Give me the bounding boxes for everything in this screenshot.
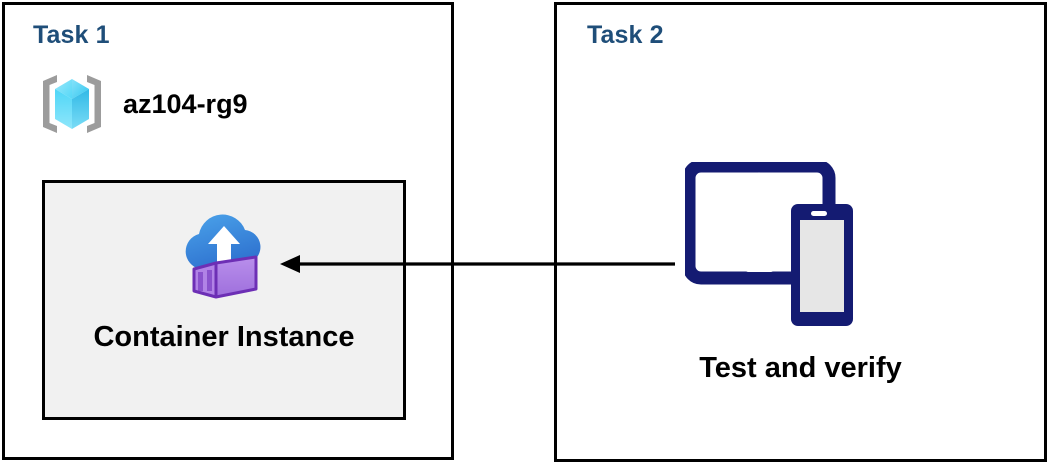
azure-resource-group-icon	[43, 75, 101, 133]
tablet-and-phone-icon	[685, 162, 853, 326]
container-instance-card: Container Instance	[42, 180, 406, 420]
task2-title: Task 2	[587, 21, 664, 49]
azure-container-instance-icon	[185, 214, 261, 299]
resource-group-row: az104-rg9	[35, 67, 248, 141]
resource-group-label: az104-rg9	[123, 88, 248, 119]
devices-label: Test and verify	[699, 352, 902, 384]
task1-panel: Task 1	[2, 2, 454, 460]
container-instance-label: Container Instance	[93, 321, 355, 353]
task1-title: Task 1	[33, 21, 110, 49]
